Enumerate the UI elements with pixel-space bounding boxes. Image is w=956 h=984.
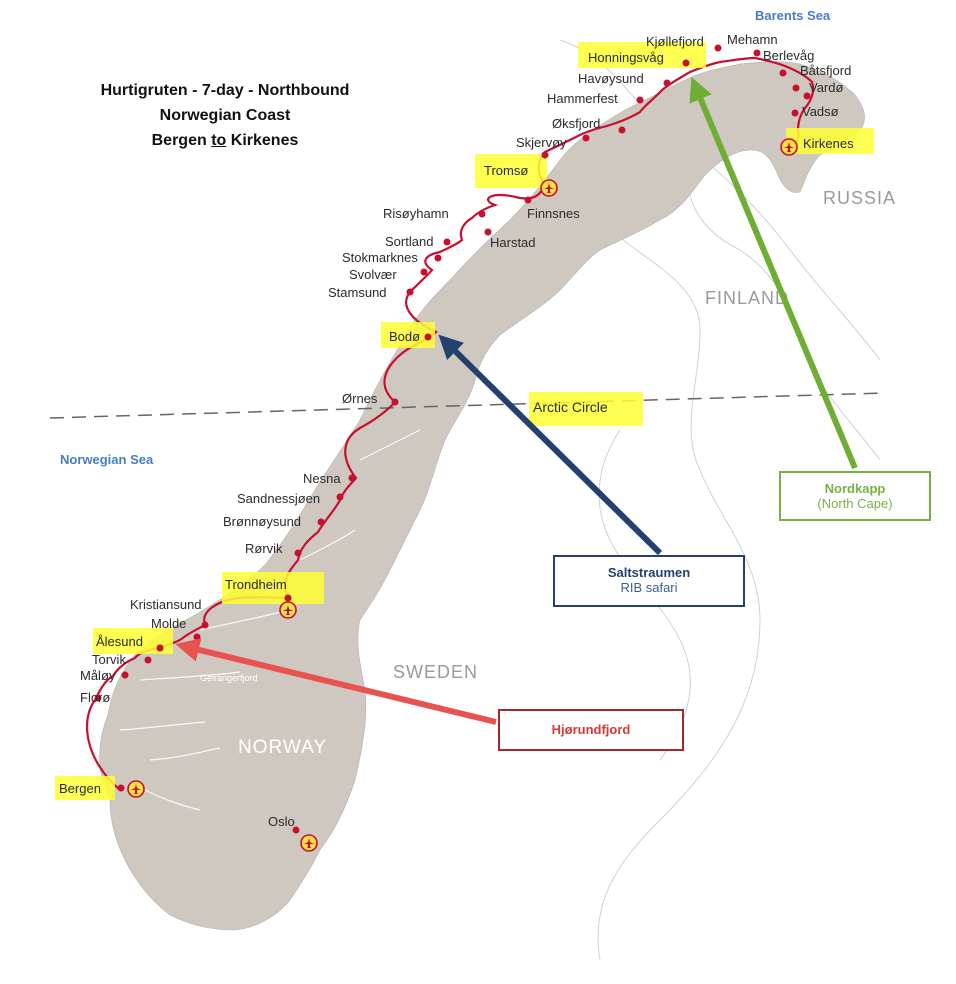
title-line-1: Hurtigruten - 7-day - Northbound	[100, 82, 350, 99]
label-havoysund: Havøysund	[578, 71, 644, 86]
barents-sea-label: Barents Sea	[755, 8, 831, 23]
saltstraumen-arrow	[438, 334, 663, 556]
finland-label: FINLAND	[705, 288, 789, 308]
label-vardo: Vardø	[809, 80, 843, 95]
label-oslo: Oslo	[268, 814, 295, 829]
nordkapp-arrow	[689, 76, 858, 470]
label-maloy: Måløy	[80, 668, 116, 683]
port-labels: Honningsvåg Kjøllefjord Mehamn Berlevåg …	[59, 32, 854, 829]
russia-label: RUSSIA	[823, 188, 896, 208]
label-bodo: Bodø	[389, 329, 420, 344]
label-harstad: Harstad	[490, 235, 536, 250]
norway-label: NORWAY	[238, 737, 327, 758]
label-torvik: Torvik	[92, 652, 126, 667]
saltstraumen-title: Saltstraumen	[607, 565, 691, 580]
map-title: Hurtigruten - 7-day - Northbound Norwegi…	[60, 78, 390, 153]
nordkapp-title: Nordkapp	[824, 481, 886, 496]
label-tromso: Tromsø	[484, 163, 528, 178]
arctic-circle-label: Arctic Circle	[533, 399, 608, 415]
title-dest: Kirkenes	[230, 132, 299, 149]
label-kjollefjord: Kjøllefjord	[646, 34, 704, 49]
label-nesna: Nesna	[303, 471, 341, 486]
fjord-details	[119, 429, 421, 811]
label-sandnessjoen: Sandnessjøen	[237, 491, 320, 506]
airport-icon	[300, 834, 318, 852]
label-trondheim: Trondheim	[225, 577, 287, 592]
label-honningsvag: Honningsvåg	[588, 50, 664, 65]
label-bergen: Bergen	[59, 781, 101, 796]
nordkapp-callout: Nordkapp (North Cape)	[779, 471, 931, 521]
label-batsfjord: Båtsfjord	[800, 63, 851, 78]
arctic-circle-line	[49, 392, 886, 419]
label-kristiansund: Kristiansund	[130, 597, 202, 612]
airport-icons	[127, 138, 798, 852]
label-sortland: Sortland	[385, 234, 433, 249]
label-berlevag: Berlevåg	[763, 48, 814, 63]
norway-landmass	[99, 61, 865, 931]
hjorundfjord-arrow	[175, 638, 497, 725]
label-svolvaer: Svolvær	[349, 267, 397, 282]
norwegian-sea-label: Norwegian Sea	[60, 452, 154, 467]
airport-icon	[279, 601, 297, 619]
nordkapp-subtitle: (North Cape)	[817, 496, 893, 511]
label-molde: Molde	[151, 616, 186, 631]
label-floro: Florø	[80, 690, 110, 705]
label-rorvik: Rørvik	[245, 541, 283, 556]
label-finnsnes: Finnsnes	[527, 206, 580, 221]
title-line-3: Bergen to Kirkenes	[60, 128, 390, 153]
highlights	[55, 42, 874, 800]
label-skjervoy: Skjervøy	[516, 135, 567, 150]
label-risoyhamn: Risøyhamn	[383, 206, 449, 221]
label-mehamn: Mehamn	[727, 32, 778, 47]
title-line-2: Norwegian Coast	[159, 107, 291, 124]
hjorundfjord-callout: Hjørundfjord	[498, 709, 684, 751]
airport-icon	[127, 780, 145, 798]
label-vadso: Vadsø	[802, 104, 839, 119]
label-bronnoysund: Brønnøysund	[223, 514, 301, 529]
title-from: Bergen	[151, 132, 207, 149]
saltstraumen-callout: Saltstraumen RIB safari	[553, 555, 745, 607]
title-to: to	[211, 132, 227, 149]
label-oksfjord: Øksfjord	[552, 116, 600, 131]
label-kirkenes: Kirkenes	[803, 136, 854, 151]
label-geirangerfjord: Geirangerfjord	[200, 673, 258, 683]
airport-icon	[780, 138, 798, 156]
label-stokmarknes: Stokmarknes	[342, 250, 418, 265]
label-stamsund: Stamsund	[328, 285, 387, 300]
sweden-label: SWEDEN	[393, 662, 478, 682]
saltstraumen-subtitle: RIB safari	[620, 580, 678, 595]
airport-icon	[540, 179, 558, 197]
label-hammerfest: Hammerfest	[547, 91, 618, 106]
hjorundfjord-title: Hjørundfjord	[551, 722, 631, 737]
label-ornes: Ørnes	[342, 391, 378, 406]
label-alesund: Ålesund	[96, 634, 143, 649]
